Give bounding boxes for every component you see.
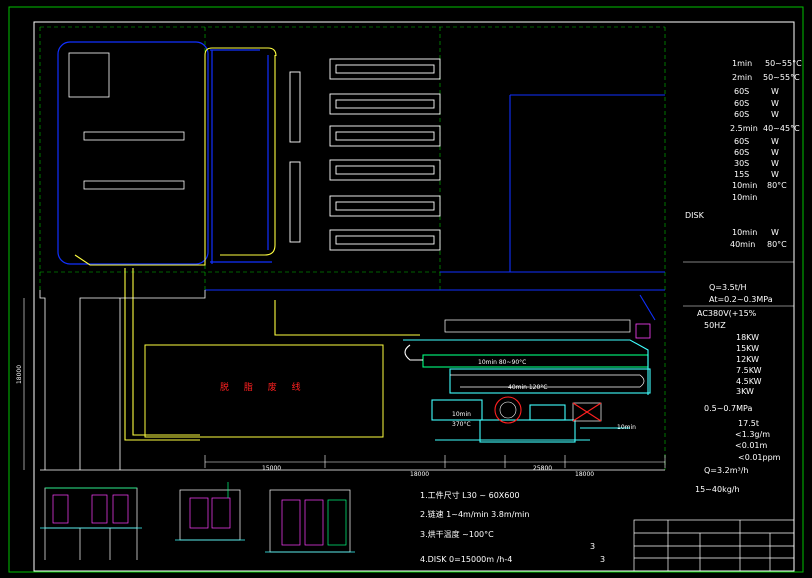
spec-row-3-time: 60S [734,87,750,96]
note-2: 2.链速 1~4m/min 3.8m/min [420,510,530,519]
spec-row-5-time: 60S [734,110,750,119]
column-grid [39,26,666,470]
spec-row-1-time: 1min [732,59,753,68]
spec-row-8-time: 60S [734,148,750,157]
util-air: 0.5~0.7MPa [704,404,753,413]
dryer-boxes [329,58,441,251]
oven-lower-label: 40min 120°C [508,384,548,391]
spec-row-8-temp: W [771,148,779,157]
oven-upper-label: 10min 80~90°C [478,359,527,366]
spec-row-2-temp: 50~55°C [763,73,800,82]
spec-row-9-temp: W [771,159,779,168]
vertical-tanks [289,71,301,243]
section-view-2 [175,482,245,541]
title-block [633,519,795,572]
control-cabinet [635,323,651,339]
spec-row-11-time: 10min [732,181,758,190]
spec-table-lines [683,261,794,307]
spec-disk-label: DISK [685,211,704,220]
curing-oven [403,319,651,443]
util-load-4: 7.5KW [736,366,762,375]
util-pressure: At=0.2~0.3MPa [709,295,773,304]
spec-row-10-time: 15S [734,170,750,179]
dim-left-vertical: 18000 [16,364,24,385]
spec-row-14-time: 10min [732,228,758,237]
main-area-label: 脱 脂 废 线 [220,383,307,393]
note-4: 4.DISK 0=15000m /h-4 [420,555,513,564]
note-r4: <0.01ppm [738,453,781,462]
spec-row-9-time: 30S [734,159,750,168]
outer-border [8,6,804,573]
util-flow: Q=3.2m³/h [704,466,749,475]
dim-1: 15000 [262,465,282,472]
util-frequency: 50HZ [704,321,726,330]
dim-3: 25800 [533,465,553,472]
util-load-2: 15KW [736,344,760,353]
note-r2: <1.3g/m [735,430,770,439]
note-3: 3.烘干温度 ~100°C [420,530,494,539]
blue-pretreat-zone [57,41,272,265]
cool-label: 10min [617,424,636,431]
util-load-5: 4.5KW [736,377,762,386]
util-paint: 15~40kg/h [695,485,740,494]
dimension-lines [23,298,666,470]
spec-row-6-time: 2.5min [730,124,758,133]
spec-row-4-temp: W [771,99,779,108]
cure-label: 10min [452,411,471,418]
spec-row-7-time: 60S [734,137,750,146]
section-view-1 [40,487,142,560]
spec-row-12-time: 10min [732,193,758,202]
dim-4: 18000 [575,471,595,478]
note-ref-2: 3 [600,555,606,564]
util-load-3: 12KW [736,355,760,364]
util-power: AC380V(+15% [697,309,757,318]
spec-row-14-temp: W [771,228,779,237]
util-load-6: 3KW [736,387,754,396]
note-r3: <0.01m [735,441,768,450]
spec-row-15-time: 40min [730,240,756,249]
note-ref-1: 3 [590,542,596,551]
spec-row-3-temp: W [771,87,779,96]
spec-row-4-time: 60S [734,99,750,108]
section-view-3 [265,489,355,553]
main-area-outline [144,344,384,438]
util-load-1: 18KW [736,333,760,342]
drawing-frame [33,21,795,572]
yellow-conveyor-left [74,47,420,441]
spec-row-10-temp: W [771,170,779,179]
spec-row-1-temp: 50~55°C [765,59,802,68]
spec-row-6-temp: 40~45°C [763,124,800,133]
cure-temp-label: 370°C [452,421,471,428]
spec-row-7-temp: W [771,137,779,146]
util-water: Q=3.5t/H [709,283,747,292]
spec-row-5-temp: W [771,110,779,119]
outer-wall [39,290,665,471]
spec-row-2-time: 2min [732,73,753,82]
spec-row-11-temp: 80°C [767,181,787,190]
blue-right-zone [205,94,665,321]
note-1: 1.工件尺寸 L30 ~ 60X600 [420,491,520,500]
note-r1: 17.5t [738,419,759,428]
dim-2: 18000 [410,471,430,478]
spec-row-15-temp: 80°C [767,240,787,249]
